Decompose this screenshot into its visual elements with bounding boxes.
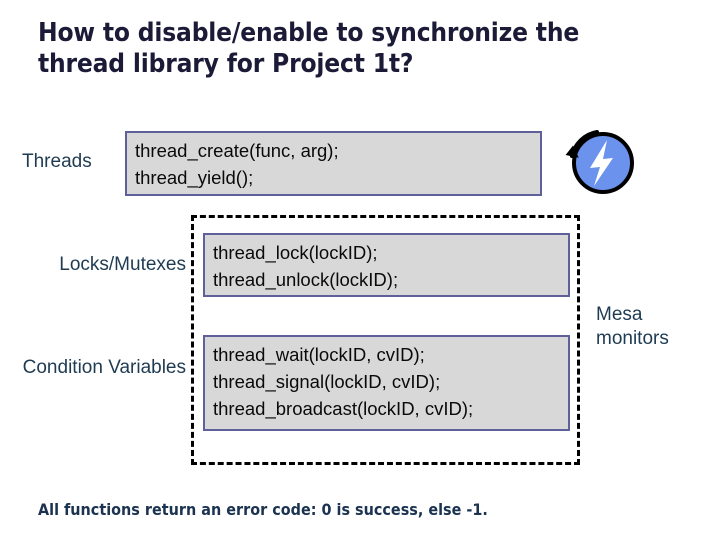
mesa-monitors-group-outline xyxy=(191,215,580,465)
annotation-mesa-monitors: Mesa monitors xyxy=(596,304,669,349)
code-line: thread_yield(); xyxy=(135,167,254,188)
category-label-condition-variables: Condition Variables xyxy=(22,357,186,378)
page-title: How to disable/enable to synchronize the… xyxy=(38,18,580,79)
code-box-locks-mutexes: thread_lock(lockID); thread_unlock(lockI… xyxy=(203,233,570,297)
category-label-locks-mutexes: Locks/Mutexes xyxy=(59,254,186,275)
lightning-bolt-icon xyxy=(563,126,639,196)
footer-note: All functions return an error code: 0 is… xyxy=(38,500,488,519)
code-box-threads: thread_create(func, arg); thread_yield()… xyxy=(125,131,542,196)
code-line: thread_signal(lockID, cvID); xyxy=(213,371,441,392)
code-line: thread_broadcast(lockID, cvID); xyxy=(213,398,474,419)
category-label-threads: Threads xyxy=(22,151,92,172)
code-line: thread_wait(lockID, cvID); xyxy=(213,344,425,365)
code-box-condition-variables: thread_wait(lockID, cvID); thread_signal… xyxy=(203,335,570,431)
code-line: thread_lock(lockID); xyxy=(213,242,378,263)
code-line: thread_unlock(lockID); xyxy=(213,269,399,290)
code-line: thread_create(func, arg); xyxy=(135,140,339,161)
